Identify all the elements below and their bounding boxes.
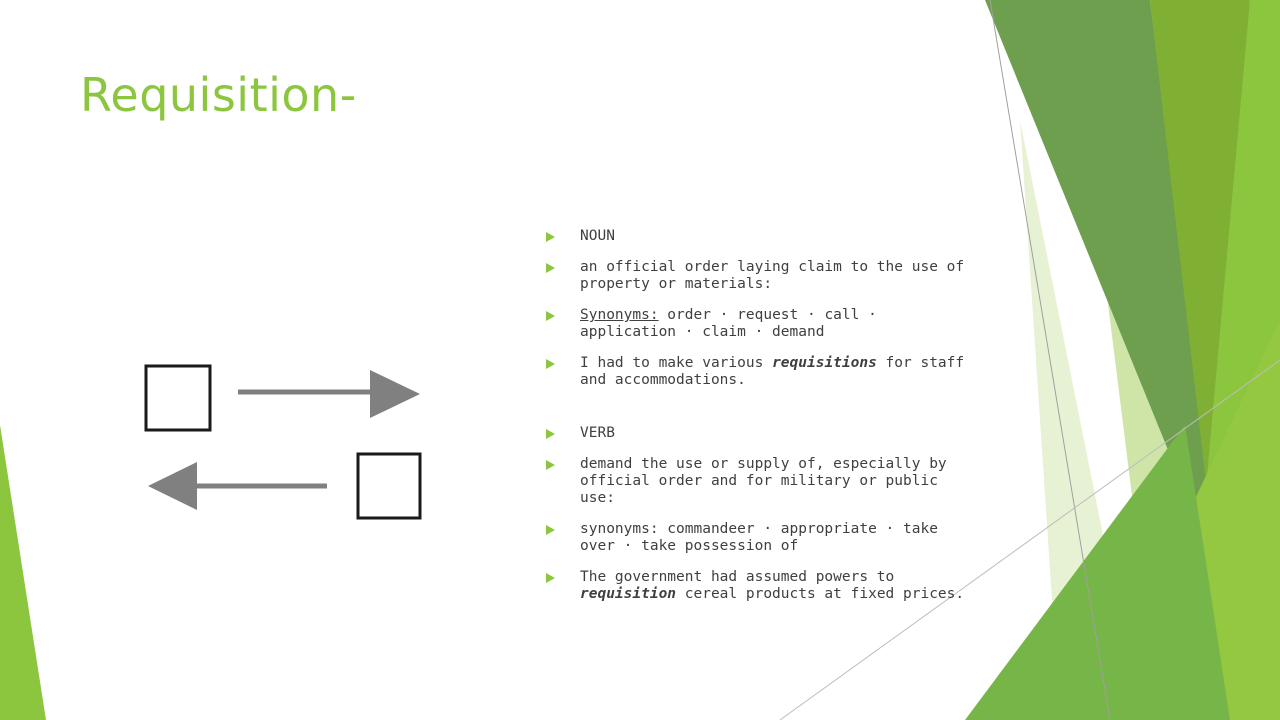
bullet-arrow-icon: [546, 263, 555, 273]
bullet-text-post: cereal products at fixed prices.: [676, 586, 965, 602]
bullet-text-pre: I had to make various: [580, 355, 773, 371]
bullet-text: demand the use or supply of, especially …: [580, 456, 947, 506]
bullet-text: VERB: [580, 425, 615, 441]
bullet-arrow-icon: [546, 573, 555, 583]
bullet-text: order · request · call · application · c…: [580, 307, 877, 340]
bottom-green-shape: [965, 425, 1230, 720]
list-item: The government had assumed powers to req…: [546, 569, 966, 603]
thin-line-2: [779, 359, 1280, 720]
bullet-text: NOUN: [580, 228, 615, 244]
bullet-text-emphasis: requisitions: [772, 355, 877, 371]
definition-list: NOUN an official order laying claim to t…: [546, 228, 966, 617]
left-arrow-icon: [148, 462, 197, 510]
exchange-arrows-figure: [144, 364, 422, 520]
list-item: Synonyms: order · request · call · appli…: [546, 307, 966, 341]
left-edge-green-shape: [0, 425, 46, 720]
bullet-text: synonyms: commandeer · appropriate · tak…: [580, 521, 938, 554]
bullet-arrow-icon: [546, 429, 555, 439]
bottom-square-icon: [356, 452, 422, 520]
top-square-icon: [144, 364, 212, 432]
mid-green-shape: [1150, 0, 1250, 560]
list-item: synonyms: commandeer · appropriate · tak…: [546, 521, 966, 555]
list-item: I had to make various requisitions for s…: [546, 355, 966, 389]
slide-title: Requisition-: [80, 68, 357, 122]
right-arrow-icon: [370, 370, 420, 418]
synonyms-label: Synonyms:: [580, 307, 659, 323]
bullet-arrow-icon: [546, 232, 555, 242]
bullet-arrow-icon: [546, 311, 555, 321]
bullet-text: an official order laying claim to the us…: [580, 259, 965, 292]
bullet-text-post: for staff and accommodations.: [580, 355, 965, 388]
bullet-arrow-icon: [546, 359, 555, 369]
thin-line-1: [989, 0, 1111, 720]
list-item: demand the use or supply of, especially …: [546, 456, 966, 507]
list-item: an official order laying claim to the us…: [546, 259, 966, 293]
list-item: VERB: [546, 425, 966, 442]
list-item: NOUN: [546, 228, 966, 245]
bullet-arrow-icon: [546, 460, 555, 470]
bullet-arrow-icon: [546, 525, 555, 535]
bullet-text-emphasis: requisition: [580, 586, 677, 602]
bullet-text-pre: The government had assumed powers to: [580, 569, 895, 585]
